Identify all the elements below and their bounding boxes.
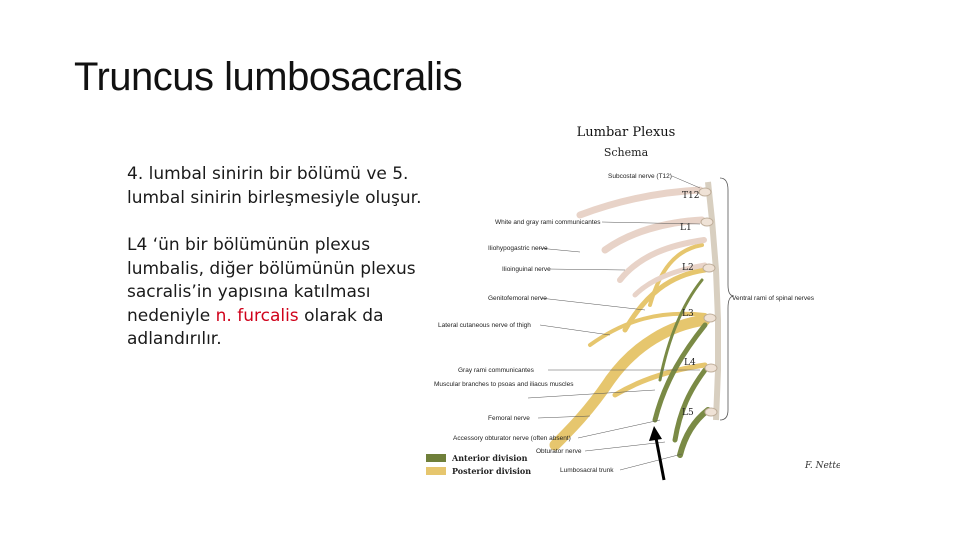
lateral-cutaneous-label: Lateral cutaneous nerve of thigh: [438, 322, 531, 329]
slide-title: Truncus lumbosacralis: [74, 55, 463, 99]
iliohypogastric-label: Iliohypogastric nerve: [488, 245, 548, 252]
root-label: L4: [684, 358, 696, 368]
genitofemoral-label: Genitofemoral nerve: [488, 295, 547, 302]
vertebral-column: [705, 181, 721, 421]
ilioinguinal-label: Ilioinguinal nerve: [502, 266, 551, 273]
leader-lines: [527, 175, 701, 471]
legend-posterior-label: Posterior division: [452, 466, 531, 476]
paragraph-furcalis-start: L4 ‘ün bir bölümünün plexus lumbalis, di…: [127, 235, 416, 326]
root-label: L1: [680, 223, 692, 233]
lumbosacral-trunk-label: Lumbosacral trunk: [560, 467, 614, 474]
muscular-branches-label: Muscular branches to psoas and iliacus m…: [434, 381, 574, 388]
lumbar-plexus-diagram: Lumbar Plexus Schema: [426, 125, 840, 481]
body-text: 4. lumbal sinirin bir bölümü ve 5. lumba…: [127, 163, 437, 376]
lumbar-plexus-figure: Lumbar Plexus Schema: [420, 120, 840, 485]
root-label: L5: [682, 408, 694, 418]
root-ganglia: [698, 187, 718, 417]
ventral-rami-bracket: [719, 177, 735, 421]
anterior-division-nerves: [652, 278, 711, 458]
subcostal-label: Subcostal nerve (T12): [608, 173, 672, 180]
gray-rami-label: Gray rami communicantes: [458, 367, 535, 374]
figure-title: Lumbar Plexus: [577, 125, 676, 140]
legend-anterior-swatch: [426, 454, 446, 462]
paragraph-furcalis: L4 ‘ün bir bölümünün plexus lumbalis, di…: [127, 234, 437, 352]
legend: Anterior division Posterior division: [426, 453, 531, 476]
paragraph-definition: 4. lumbal sinirin bir bölümü ve 5. lumba…: [127, 164, 422, 208]
figure-subtitle: Schema: [604, 146, 649, 159]
paragraph-furcalis-end: olarak da adlandırılır.: [127, 305, 384, 350]
obturator-label: Obturator nerve: [536, 448, 582, 455]
root-label: L3: [682, 309, 694, 319]
legend-anterior-label: Anterior division: [451, 453, 528, 463]
furcalis-term: n. furcalis: [215, 305, 299, 326]
femoral-label: Femoral nerve: [488, 415, 530, 422]
accessory-obturator-label: Accessory obturator nerve (often absent): [453, 435, 571, 442]
arrow-pointer: [649, 426, 666, 481]
rami-label: White and gray rami communicantes: [495, 219, 601, 226]
artist-signature: F. Netter: [804, 461, 840, 471]
root-label: L2: [682, 263, 694, 273]
ventral-rami-label: Ventral rami of spinal nerves: [732, 295, 815, 302]
legend-posterior-swatch: [426, 467, 446, 475]
upper-nerves: [576, 186, 708, 298]
root-label: T12: [682, 191, 699, 201]
